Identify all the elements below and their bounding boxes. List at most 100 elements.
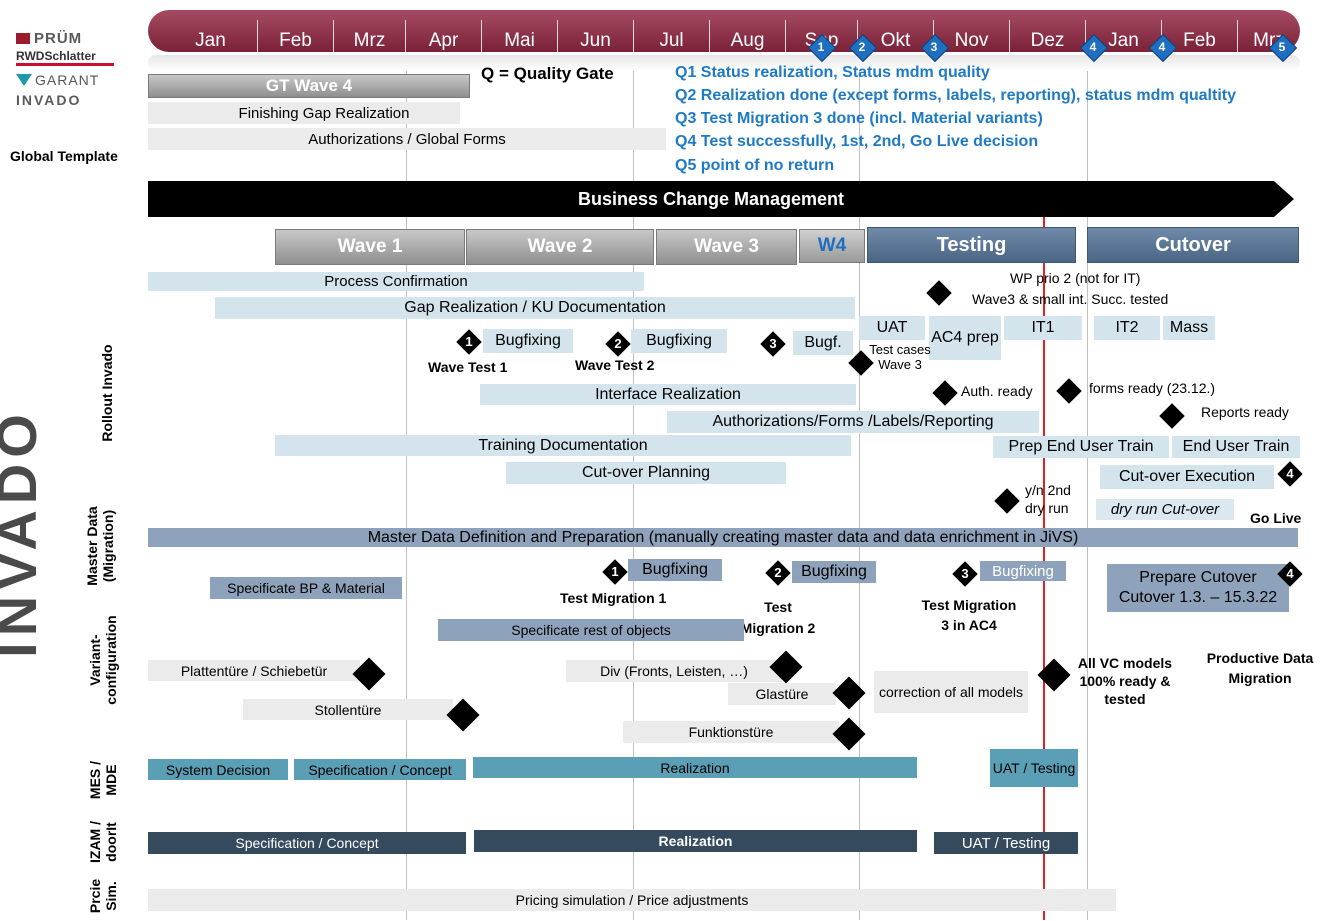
bugfixing-bar-2: Bugfixing [631, 329, 727, 353]
testing-bar: Testing [867, 227, 1076, 263]
month-label: Jun [558, 20, 634, 52]
milestone-diamond: 3 [952, 561, 978, 587]
garant-logo-mark [16, 74, 32, 86]
section-label-variant: Variant-configuration [87, 615, 119, 705]
izam-specification-bar: Specification / Concept [148, 832, 466, 854]
bugfixing-migration-1: Bugfixing [628, 559, 722, 581]
reports-ready-label: Reports ready [1201, 404, 1289, 420]
specificate-bp-bar: Specificate BP & Material [210, 577, 402, 599]
wave3-small-label: Wave3 & small int. Succ. tested [972, 291, 1169, 307]
cutover-dates-label: Cutover 1.3. – 15.3.22 [1118, 589, 1278, 606]
month-gridline [859, 55, 860, 920]
rwd-logo: RWDSchlatter [16, 49, 114, 66]
training-documentation-bar: Training Documentation [275, 435, 851, 456]
business-change-arrow: Business Change Management [148, 181, 1294, 217]
test-migration-2-label: Test Migration 2 [740, 599, 816, 636]
uat-bar: UAT [859, 316, 925, 340]
glastur-bar: Glastüre [728, 683, 836, 705]
yn-2nd-dry-run-label: y/n 2nd dry run [1025, 482, 1071, 516]
section-label-master-data: Master Data (Migration) [84, 506, 116, 586]
quality-gate-marker: 5 [1268, 33, 1298, 63]
milestone-diamond [926, 280, 952, 306]
izam-uat-bar: UAT / Testing [934, 832, 1078, 854]
milestone-diamond [832, 717, 866, 751]
milestone-diamond [352, 657, 386, 691]
master-data-definition-bar: Master Data Definition and Preparation (… [148, 528, 1298, 547]
bugfixing-migration-2: Bugfixing [792, 561, 876, 583]
quality-gate-text: Q1 Status realization, Status mdm qualit… [675, 64, 990, 81]
milestone-diamond [832, 676, 866, 710]
auth-forms-bar: Authorizations/Forms /Labels/Reporting [667, 411, 1039, 433]
it1-bar: IT1 [1004, 316, 1082, 340]
quality-gate-text: Q4 Test successfully, 1st, 2nd, Go Live … [675, 133, 1039, 150]
milestone-diamond: 4 [1277, 461, 1303, 487]
authorizations-global-bar: Authorizations / Global Forms [148, 128, 666, 150]
milestone-diamond [769, 650, 803, 684]
auth-ready-label: Auth. ready [961, 383, 1033, 399]
company-logos: PRÜM RWDSchlatter GARANT INVADO [16, 30, 136, 108]
month-gridline [406, 55, 407, 920]
gt-wave-4-bar: GT Wave 4 [148, 74, 470, 98]
quality-gate-text: Q2 Realization done (except forms, label… [675, 87, 1236, 104]
div-fronts-bar: Div (Fronts, Leisten, …) [566, 660, 782, 682]
month-label: Jul [634, 20, 710, 52]
cutover-bar: Cutover [1087, 227, 1299, 263]
invado-logo-small: INVADO [16, 92, 82, 108]
quality-gate-marker: 4 [1079, 33, 1109, 63]
global-template-label: Global Template [10, 148, 118, 164]
wp-prio-label: WP prio 2 (not for IT) [1010, 270, 1141, 286]
pricing-simulation-bar: Pricing simulation / Price adjustments [148, 889, 1116, 911]
quality-gate-text: Q5 point of no return [675, 157, 835, 174]
mes-specification-bar: Specification / Concept [294, 759, 466, 780]
month-header-bar: Jan Feb Mrz Apr Mai Jun Jul Aug Sep Okt … [148, 10, 1300, 52]
month-label: Apr [406, 20, 482, 52]
section-label-rollout: Rollout Invado [99, 344, 115, 442]
month-label: Mrz [334, 20, 406, 52]
productive-data-label: Productive Data Migration [1206, 650, 1314, 686]
izam-realization-bar: Realization [474, 830, 917, 852]
process-confirmation-bar: Process Confirmation [148, 272, 644, 291]
month-label: Dez [1010, 20, 1086, 52]
prum-logo: PRÜM [16, 30, 136, 47]
ac4-prep-bar: AC4 prep [929, 316, 1001, 360]
quality-gate-marker: 4 [1148, 33, 1178, 63]
cutover-execution-bar: Cut-over Execution [1100, 465, 1274, 489]
month-label: Jan [148, 20, 258, 52]
quality-gate-marker: 1 [807, 33, 837, 63]
month-label: Feb [258, 20, 334, 52]
milestone-diamond: 2 [605, 331, 631, 357]
funktionstur-bar: Funktionstüre [623, 721, 839, 743]
mes-realization-bar: Realization [473, 757, 917, 778]
interface-realization-bar: Interface Realization [480, 384, 856, 405]
quality-gate-marker: 3 [920, 33, 950, 63]
finishing-gap-bar: Finishing Gap Realization [148, 102, 460, 124]
bugfixing-bar-1: Bugfixing [483, 329, 573, 353]
wave-4-bar: W4 [799, 229, 865, 263]
wave-3-bar: Wave 3 [656, 229, 797, 265]
month-label: Aug [710, 20, 786, 52]
test-migration-3-label: Test Migration 3 in AC4 [921, 597, 1017, 633]
prum-logo-mark [16, 33, 30, 44]
wave-2-bar: Wave 2 [466, 229, 654, 265]
month-label: Feb [1162, 20, 1238, 52]
milestone-diamond [932, 380, 958, 406]
month-label: Mai [482, 20, 558, 52]
plattentur-bar: Plattentüre / Schiebetür [148, 660, 360, 681]
quality-gate-marker: 2 [848, 33, 878, 63]
section-label-izam: IZAM / doorIt [87, 821, 119, 863]
test-cases-label: Test cases Wave 3 [869, 342, 931, 372]
dry-run-cutover-bar: dry run Cut-over [1096, 499, 1234, 520]
milestone-diamond: 1 [602, 559, 628, 585]
mes-uat-bar: UAT / Testing [990, 749, 1078, 787]
milestone-diamond [994, 488, 1020, 514]
section-label-price: Prcie Sim. [87, 878, 119, 914]
milestone-diamond [1056, 378, 1082, 404]
wave-1-bar: Wave 1 [275, 229, 465, 265]
section-label-mes: MES / MDE [87, 760, 119, 800]
prep-end-user-bar: Prep End User Train [993, 436, 1169, 458]
correction-models-bar: correction of all models [874, 671, 1028, 713]
test-migration-1-label: Test Migration 1 [560, 590, 667, 606]
mass-bar: Mass [1163, 316, 1215, 340]
bugf-bar-3: Bugf. [793, 331, 853, 355]
milestone-diamond [1159, 403, 1185, 429]
